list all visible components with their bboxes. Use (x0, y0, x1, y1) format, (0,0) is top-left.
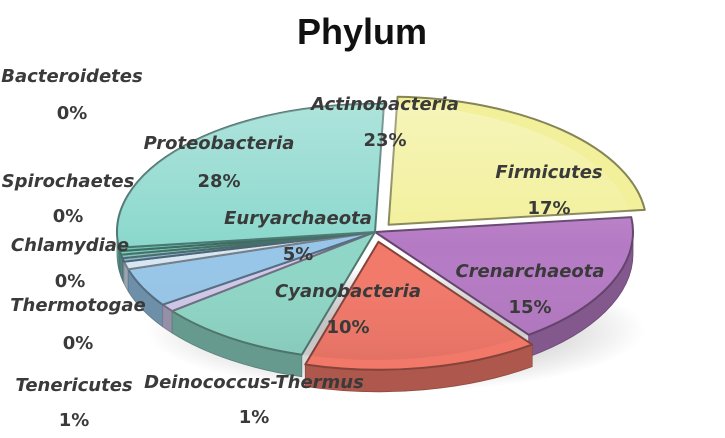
label-thermotogae: Thermotogae (10, 295, 146, 316)
chart-title: Phylum (297, 11, 427, 52)
label-actinobacteria: Actinobacteria (309, 94, 459, 115)
label-firmicutes: Firmicutes (495, 162, 603, 183)
value-thermotogae: 0% (63, 333, 94, 354)
slice-actinobacteria (387, 95, 646, 226)
value-chlamydiae: 0% (55, 271, 86, 292)
label-cyanobacteria: Cyanobacteria (275, 281, 421, 302)
label-deinococcus-thermus: Deinococcus-Thermus (144, 372, 364, 393)
label-euryarchaeota: Euryarchaeota (224, 208, 372, 229)
label-tenericutes: Tenericutes (15, 375, 133, 396)
label-spirochaetes: Spirochaetes (2, 171, 135, 192)
data-labels: Actinobacteria 23% Firmicutes 17% Crenarchae… (1, 66, 604, 431)
value-proteobacteria: 28% (197, 171, 240, 192)
label-chlamydiae: Chlamydiae (11, 235, 129, 256)
value-tenericutes: 1% (59, 410, 90, 431)
value-cyanobacteria: 10% (326, 317, 369, 338)
label-bacteroidetes: Bacteroidetes (1, 66, 143, 87)
value-bacteroidetes: 0% (57, 103, 88, 124)
value-euryarchaeota: 5% (283, 244, 314, 265)
value-spirochaetes: 0% (53, 206, 84, 227)
label-crenarchaeota: Crenarchaeota (455, 261, 604, 282)
value-firmicutes: 17% (527, 198, 570, 219)
value-deinococcus-thermus: 1% (239, 407, 270, 428)
value-crenarchaeota: 15% (508, 297, 551, 318)
value-actinobacteria: 23% (363, 130, 406, 151)
label-proteobacteria: Proteobacteria (144, 133, 295, 154)
